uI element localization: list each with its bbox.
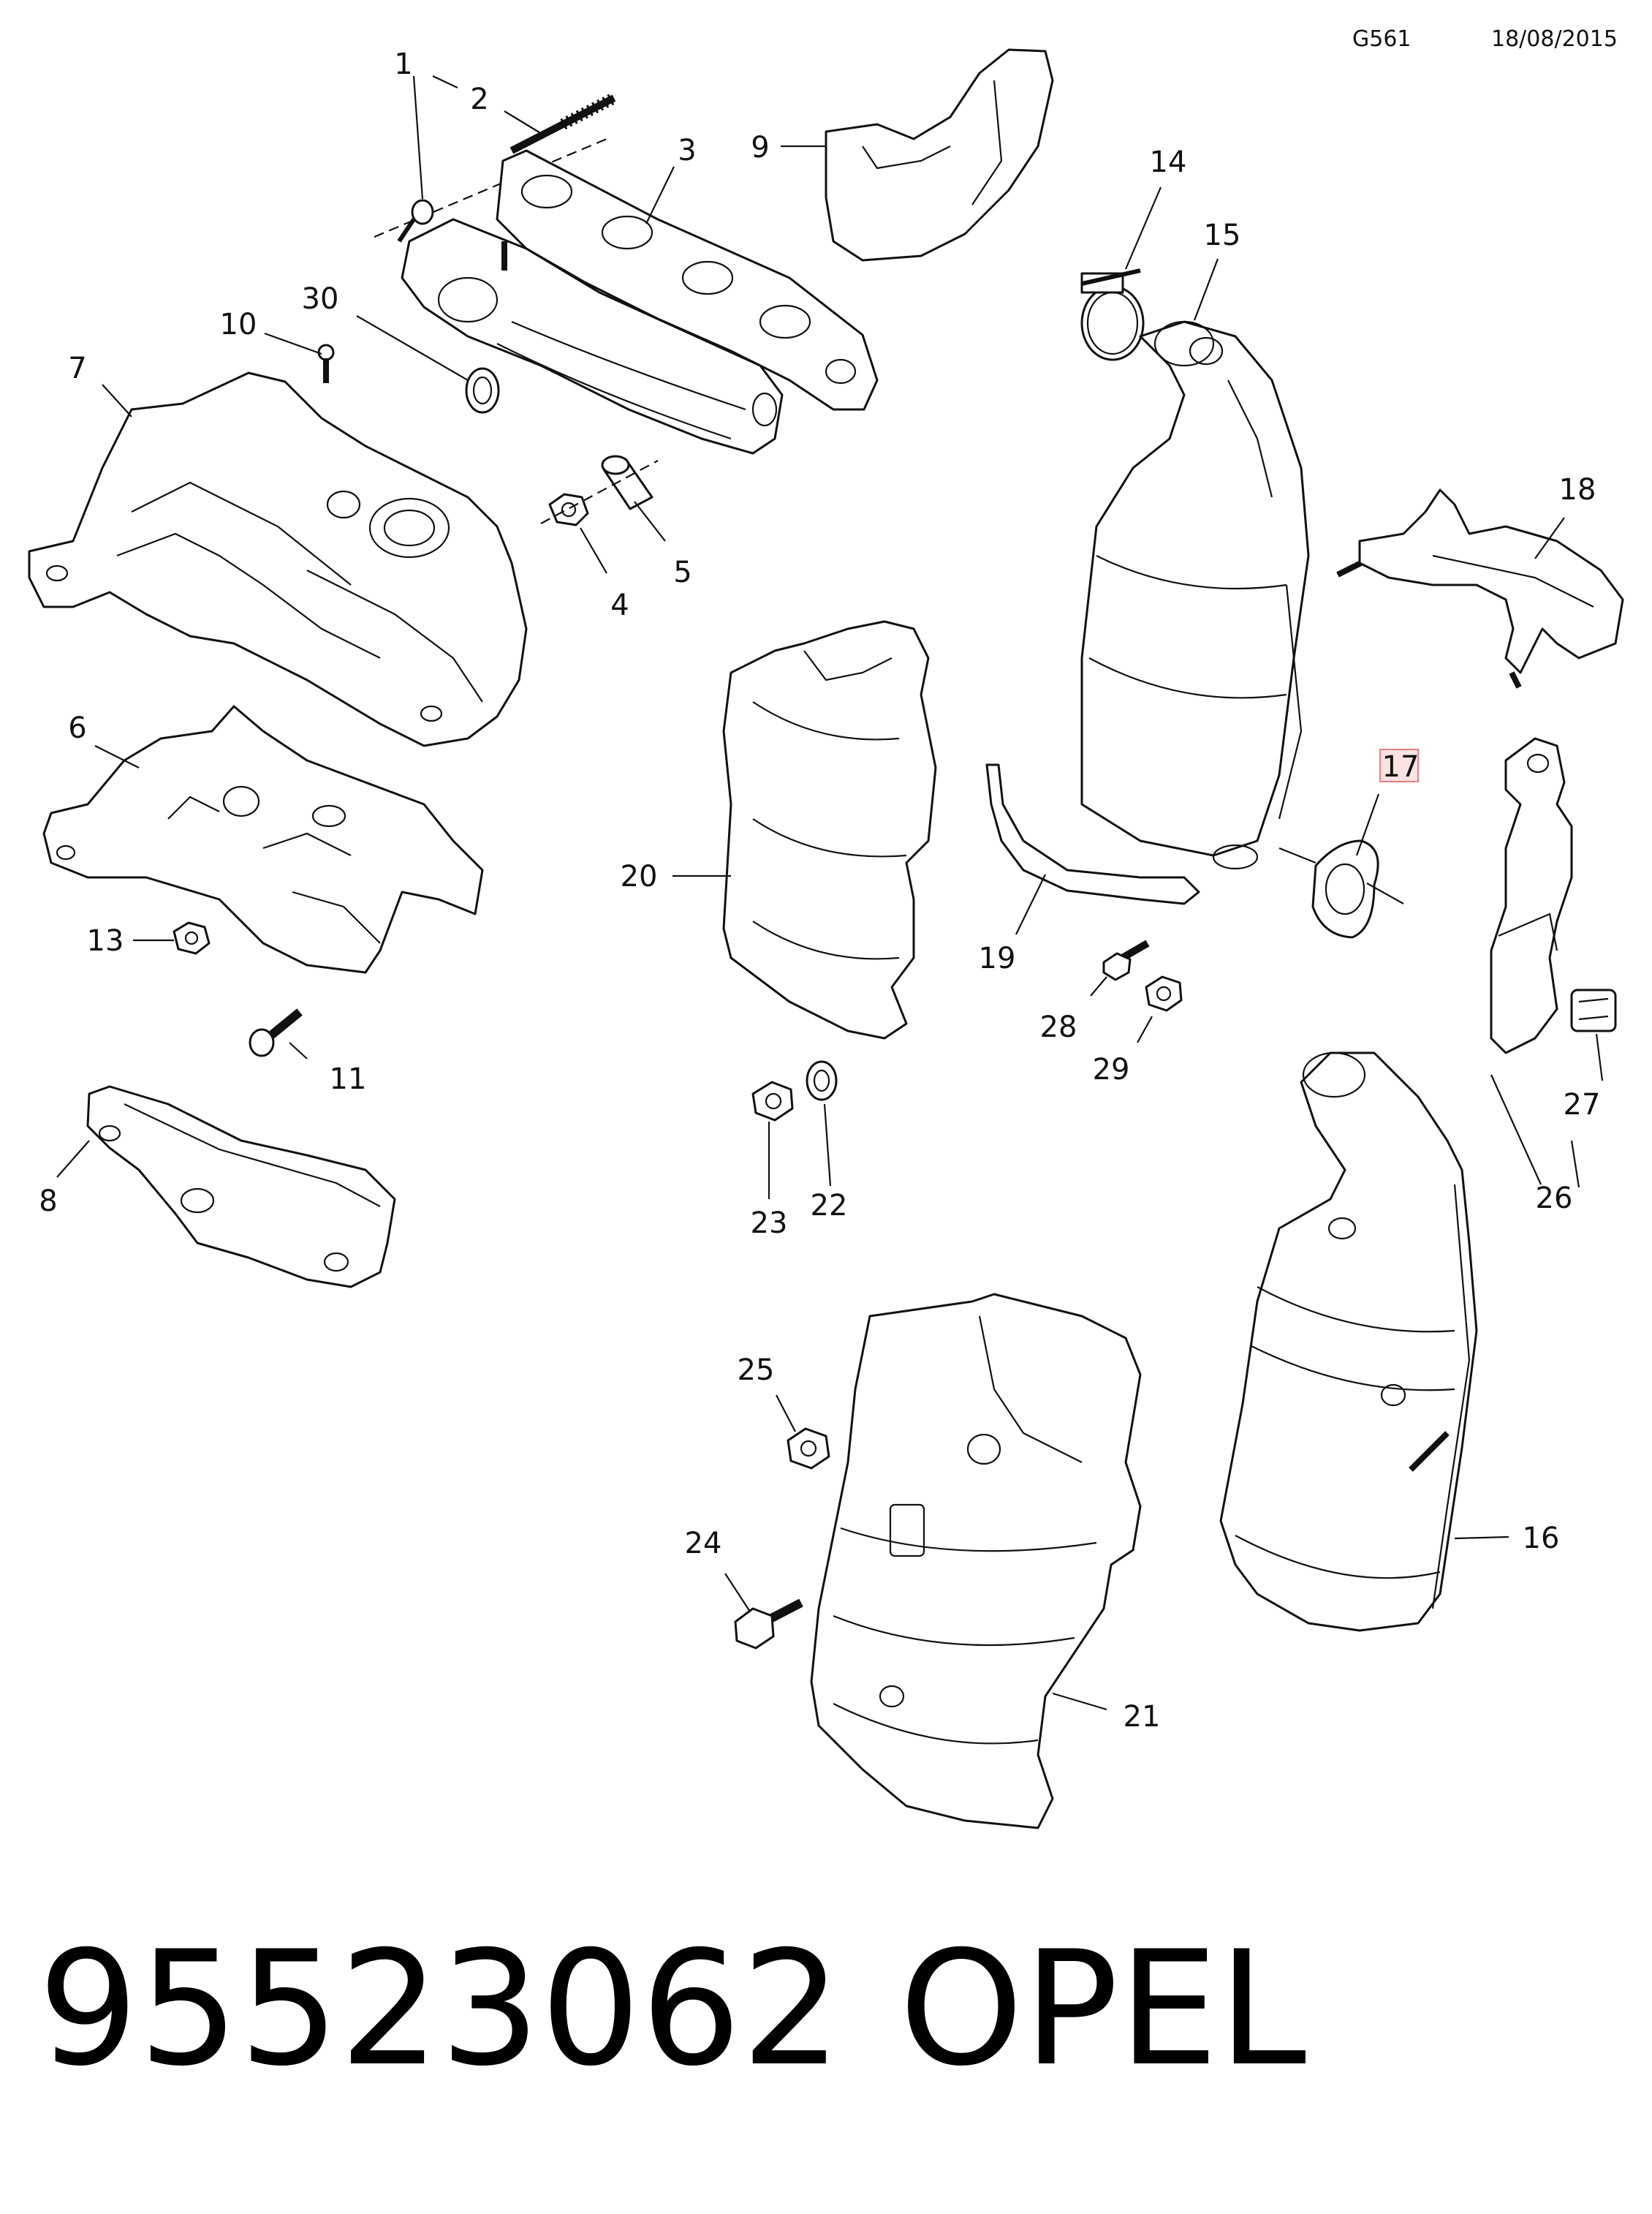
callouts: 1 2 3 4 5 6 7 8 9 10 11 13 14 15 16 17 1… — [39, 48, 1600, 1734]
callout-18: 18 — [1559, 473, 1596, 507]
callout-27: 27 — [1564, 1088, 1601, 1122]
callout-2: 2 — [470, 83, 488, 116]
callout-15: 15 — [1204, 219, 1241, 252]
catalytic-converter-drawing — [1080, 320, 1316, 870]
nut-drawing — [787, 1427, 830, 1470]
callout-8: 8 — [39, 1185, 57, 1218]
bolt-drawing — [734, 1598, 803, 1650]
heat-shield-drawing — [42, 705, 484, 974]
callout-3: 3 — [678, 134, 696, 167]
callout-5: 5 — [673, 556, 692, 589]
callout-14: 14 — [1150, 146, 1187, 179]
part-number: 95523062 — [38, 1917, 842, 2101]
brand-name: OPEL — [899, 1917, 1307, 2101]
diagram-date: 18/08/2015 — [1491, 26, 1618, 52]
callout-24: 24 — [685, 1527, 722, 1560]
heat-shield-drawing — [810, 1293, 1142, 1829]
callout-11: 11 — [330, 1062, 367, 1096]
callout-19: 19 — [979, 942, 1016, 975]
clip-drawing — [1570, 989, 1617, 1032]
bolt-drawing — [249, 1008, 303, 1057]
nut-drawing — [751, 1081, 794, 1122]
callout-13: 13 — [87, 924, 124, 958]
callout-9: 9 — [751, 131, 769, 165]
callout-6: 6 — [68, 711, 86, 745]
stud-drawing — [509, 92, 617, 154]
callout-22: 22 — [811, 1189, 848, 1223]
heat-shield-drawing — [722, 620, 937, 1040]
callout-23: 23 — [751, 1206, 788, 1240]
exhaust-manifold-drawing — [401, 218, 784, 455]
callout-17-highlight — [1379, 749, 1419, 782]
bracket-drawing — [1336, 488, 1624, 689]
callout-4: 4 — [610, 589, 629, 622]
callout-17: 17 — [1382, 750, 1420, 784]
bracket-drawing — [1490, 737, 1573, 1054]
callout-28: 28 — [1040, 1010, 1077, 1044]
bracket-drawing — [985, 763, 1200, 905]
bolt-drawing — [317, 344, 335, 383]
washer-drawing — [806, 1060, 838, 1101]
leader-lines — [56, 75, 1604, 1711]
heat-shield-drawing — [86, 1085, 396, 1288]
callout-20: 20 — [621, 860, 658, 893]
callout-10: 10 — [220, 308, 257, 341]
clamp-drawing — [1080, 268, 1145, 361]
callout-16: 16 — [1523, 1522, 1560, 1555]
callout-25: 25 — [738, 1353, 775, 1387]
diagram-code: G561 — [1352, 26, 1412, 52]
bracket-drawing — [825, 48, 1054, 262]
catalytic-converter-drawing — [1219, 1051, 1478, 1632]
nut-drawing — [173, 921, 211, 955]
heat-shield-drawing — [28, 371, 528, 747]
seal-drawing — [465, 367, 500, 414]
bolt-drawing — [1102, 940, 1150, 981]
callout-7: 7 — [68, 352, 86, 385]
nut-drawing — [1145, 975, 1183, 1012]
nut-drawing — [548, 493, 589, 526]
callout-30: 30 — [302, 282, 339, 316]
bolt-drawing — [397, 199, 434, 243]
callout-29: 29 — [1093, 1053, 1130, 1087]
callout-21: 21 — [1124, 1700, 1161, 1734]
callout-26: 26 — [1536, 1182, 1573, 1215]
callout-1: 1 — [394, 48, 412, 81]
gasket-drawing — [1311, 839, 1379, 939]
spacer-drawing — [540, 455, 659, 524]
